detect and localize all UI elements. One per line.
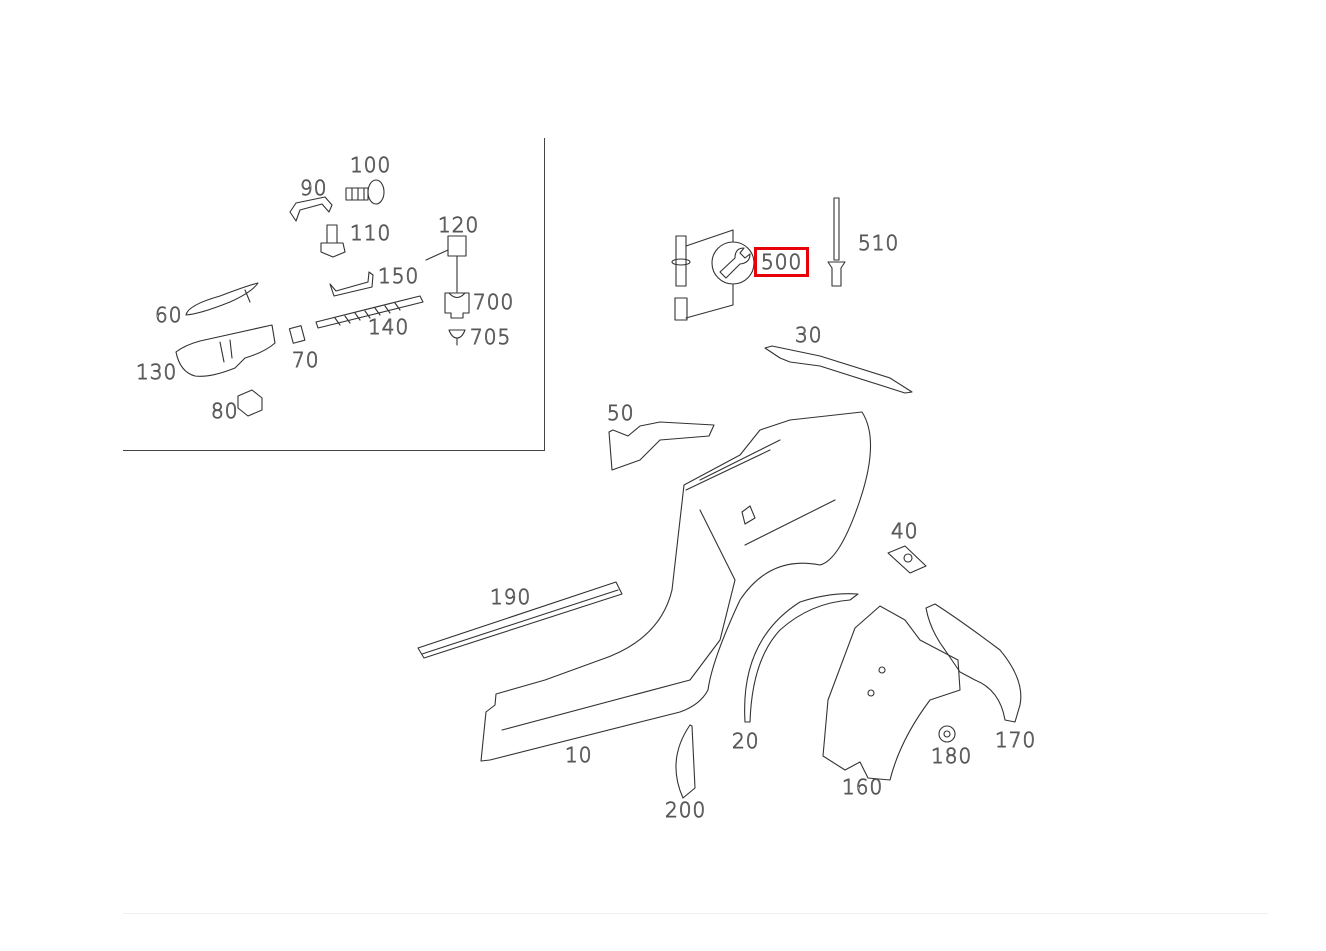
- part-110-screw[interactable]: [320, 224, 346, 258]
- part-160-wheel-liner[interactable]: [822, 605, 961, 781]
- part-10-side-panel[interactable]: [480, 411, 872, 762]
- callout-110[interactable]: 110: [350, 221, 392, 245]
- callout-180[interactable]: 180: [931, 744, 973, 768]
- callout-130[interactable]: 130: [136, 360, 178, 384]
- part-60-handle[interactable]: [185, 282, 259, 316]
- part-150-clip[interactable]: [329, 271, 374, 297]
- part-120-sensor[interactable]: [425, 235, 467, 293]
- part-705-cap[interactable]: [448, 329, 466, 346]
- callout-50[interactable]: 50: [607, 401, 635, 425]
- part-190-sill-trim[interactable]: [417, 581, 623, 659]
- part-700-block[interactable]: [444, 292, 470, 319]
- callout-510[interactable]: 510: [858, 231, 900, 255]
- callout-70[interactable]: 70: [292, 348, 320, 372]
- callout-700[interactable]: 700: [473, 290, 515, 314]
- part-170-wheel-liner[interactable]: [925, 603, 1022, 723]
- part-510-rivet[interactable]: [827, 197, 846, 287]
- callout-80[interactable]: 80: [211, 399, 239, 423]
- callout-170[interactable]: 170: [995, 728, 1037, 752]
- part-130-housing[interactable]: [175, 324, 276, 377]
- callout-60[interactable]: 60: [155, 303, 183, 327]
- callout-30[interactable]: 30: [795, 323, 823, 347]
- callout-120[interactable]: 120: [438, 213, 480, 237]
- part-20-arch-trim[interactable]: [744, 593, 859, 723]
- callout-200[interactable]: 200: [665, 798, 707, 822]
- part-50-bracket[interactable]: [608, 421, 715, 471]
- part-30-rail[interactable]: [764, 345, 913, 394]
- callout-140[interactable]: 140: [368, 315, 410, 339]
- part-500-repair-kit[interactable]: [671, 229, 755, 321]
- callout-90[interactable]: 90: [300, 176, 328, 200]
- part-100-bolt[interactable]: [345, 179, 385, 205]
- part-200-moulding[interactable]: [675, 724, 696, 799]
- callout-40[interactable]: 40: [891, 519, 919, 543]
- callout-10[interactable]: 10: [565, 743, 593, 767]
- callout-150[interactable]: 150: [378, 264, 420, 288]
- callout-20[interactable]: 20: [732, 729, 760, 753]
- callout-160[interactable]: 160: [842, 775, 884, 799]
- part-40-nut-plate[interactable]: [887, 545, 927, 574]
- callout-500-selected[interactable]: 500: [753, 247, 810, 277]
- part-80-grommet[interactable]: [237, 389, 263, 417]
- part-70-connector[interactable]: [288, 325, 306, 344]
- part-140-rod[interactable]: [315, 295, 424, 329]
- part-90-bracket[interactable]: [289, 196, 333, 222]
- callout-190[interactable]: 190: [490, 585, 532, 609]
- callout-705[interactable]: 705: [470, 325, 512, 349]
- part-180-grommet[interactable]: [938, 725, 956, 743]
- callout-100[interactable]: 100: [350, 153, 392, 177]
- inset-frame: [123, 138, 545, 451]
- footer-divider: [123, 913, 1268, 914]
